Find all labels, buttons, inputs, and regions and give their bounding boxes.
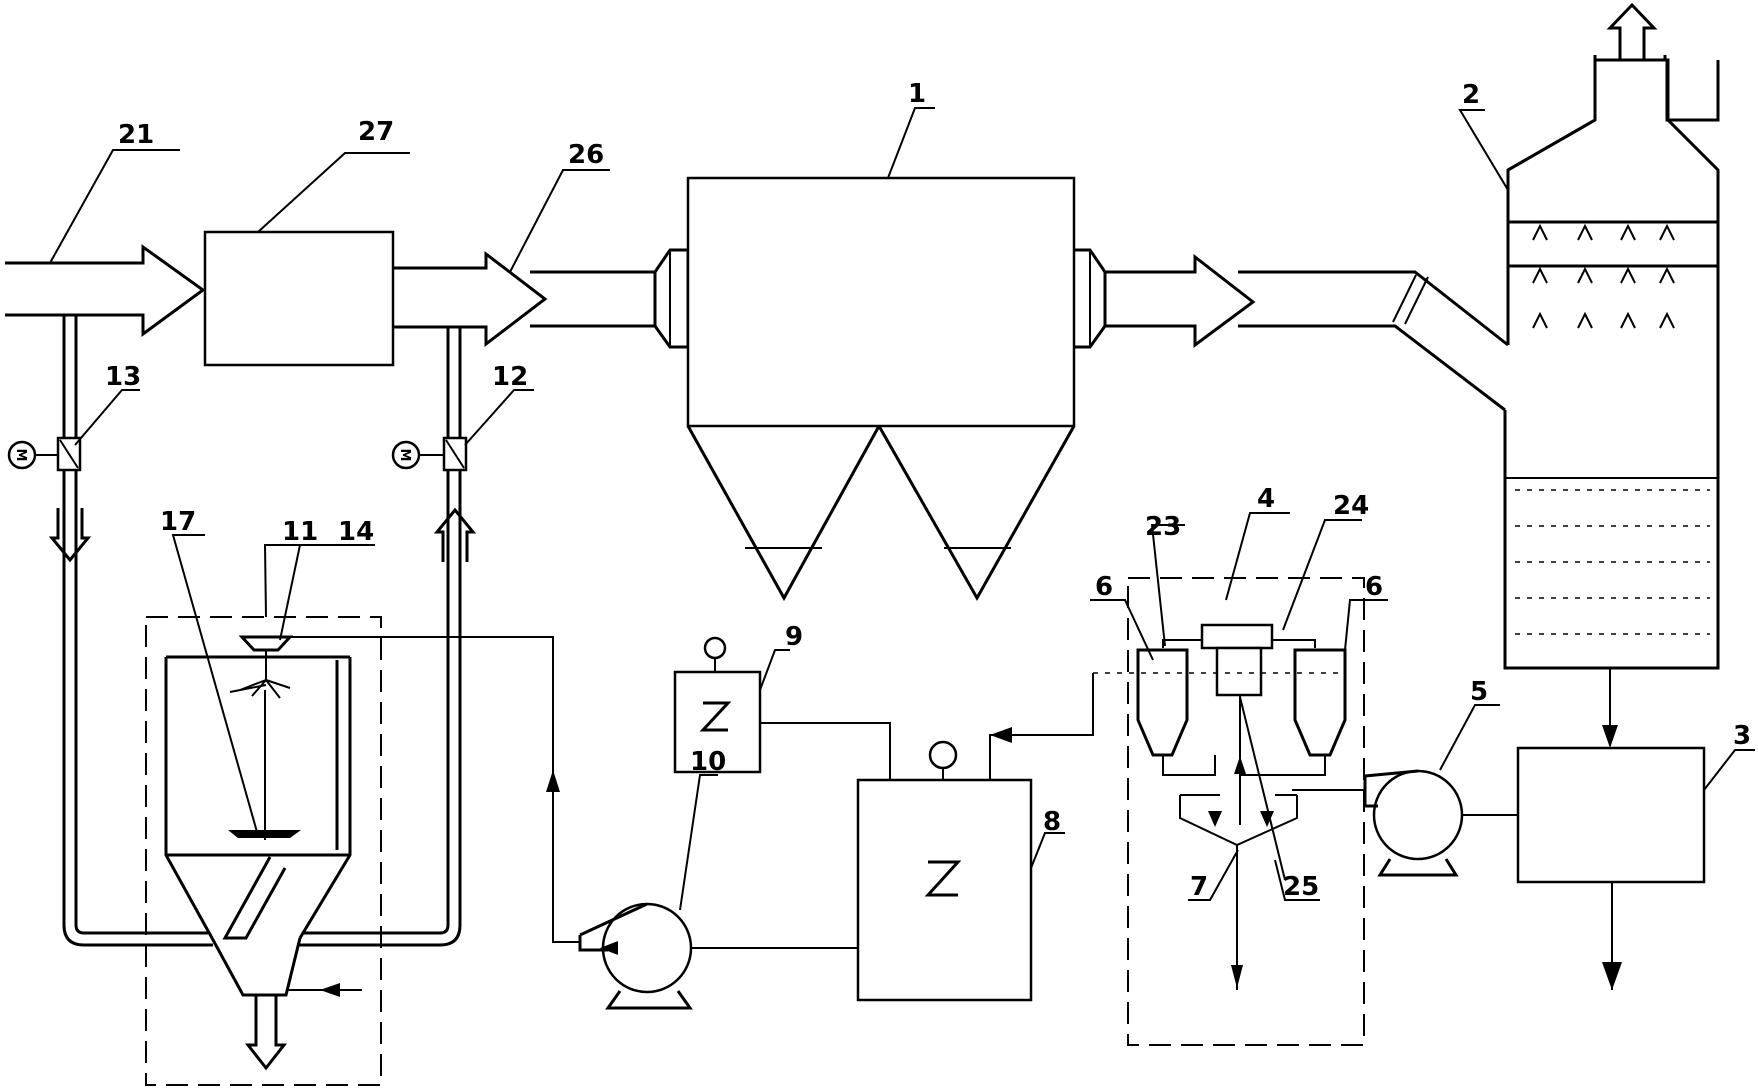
label-3: 3 (1733, 721, 1751, 751)
pump-5 (1292, 769, 1464, 877)
unit-1-collector (653, 176, 1107, 602)
inlet-flue-duct (5, 244, 206, 337)
label-23: 23 (1145, 512, 1181, 542)
label-9: 9 (785, 622, 803, 652)
tank-3 (1462, 668, 1706, 990)
label-12: 12 (492, 362, 528, 392)
tank-8 (856, 740, 1033, 1002)
unit-27-box (203, 230, 395, 367)
label-4: 4 (1257, 484, 1275, 514)
label-25: 25 (1283, 872, 1319, 902)
tank-9 (673, 636, 891, 780)
label-11: 11 (282, 517, 318, 547)
tower-2 (1503, 2, 1720, 670)
label-8: 8 (1043, 807, 1061, 837)
label-26: 26 (568, 140, 604, 170)
valve-motor-right-label: M (397, 449, 412, 462)
pump-10 (278, 636, 858, 1010)
label-27: 27 (358, 117, 394, 147)
leader-lines (49, 107, 1755, 911)
bypass-pipe-right (299, 327, 477, 947)
label-13: 13 (105, 362, 141, 392)
label-6-right: 6 (1365, 572, 1383, 602)
labels: 1 2 3 4 5 6 6 7 8 9 10 11 12 13 14 17 21… (13, 79, 1751, 902)
duct-to-unit-1 (393, 250, 655, 348)
label-24: 24 (1333, 491, 1369, 521)
label-1: 1 (908, 79, 926, 109)
label-21: 21 (118, 120, 154, 150)
label-7: 7 (1190, 872, 1208, 902)
label-17: 17 (160, 507, 196, 537)
unit-4-separator (989, 577, 1365, 1046)
duct-to-tower-2 (1105, 253, 1509, 412)
label-5: 5 (1470, 677, 1488, 707)
label-2: 2 (1462, 80, 1480, 110)
label-6-left: 6 (1095, 572, 1113, 602)
unit-11-reactor (145, 616, 382, 1086)
bypass-pipe-left (7, 315, 213, 947)
label-10: 10 (690, 747, 726, 777)
valve-motor-left-label: M (13, 449, 28, 462)
label-14: 14 (338, 517, 374, 547)
